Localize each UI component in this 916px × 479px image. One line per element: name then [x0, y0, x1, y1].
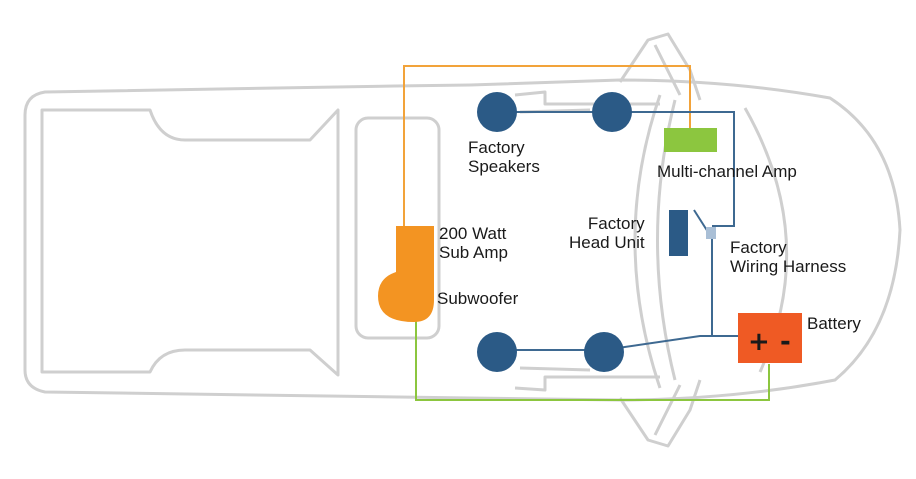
- label-battery: Battery: [807, 314, 861, 333]
- label-subwoofer-text: Subwoofer: [437, 289, 519, 308]
- mirror-bottom: [618, 379, 702, 448]
- wiring-harness-box: [706, 227, 716, 239]
- label-battery-text: Battery: [807, 314, 861, 333]
- battery-minus-sign: -: [780, 327, 791, 357]
- sub-amp-shape: [378, 226, 434, 322]
- green-wire-path: [415, 308, 770, 401]
- speaker-front-top: [477, 92, 517, 132]
- windshield-outer: [633, 94, 662, 389]
- multi-channel-amp-box: [664, 128, 717, 152]
- speaker-rear-bottom: [584, 332, 624, 372]
- speaker-front-bottom: [477, 332, 517, 372]
- truck-bed: [40, 108, 340, 377]
- label-head-unit-line1: Factory: [587, 214, 645, 233]
- bottom-right-wire: [603, 232, 713, 351]
- battery-box: [738, 313, 802, 363]
- label-factory-head-unit: Factory Head Unit: [569, 214, 645, 252]
- orange-power-wire: [403, 65, 691, 232]
- speaker-rear-top: [592, 92, 632, 132]
- top-right-wire: [612, 111, 735, 227]
- harness-to-head-unit: [693, 209, 709, 233]
- mirror-bottom-inner: [653, 384, 682, 436]
- label-sub-amp-line1: 200 Watt: [439, 224, 507, 243]
- mirror-top-inner: [653, 44, 682, 96]
- label-multi-channel-amp: Multi-channel Amp: [657, 162, 797, 181]
- label-harness-line2: Wiring Harness: [730, 257, 847, 276]
- battery-plus-sign: +: [748, 327, 770, 357]
- label-head-unit-line2: Head Unit: [569, 233, 645, 252]
- label-sub-amp-line2: Sub Amp: [439, 243, 508, 262]
- speaker-wiring: [497, 111, 738, 351]
- label-sub-amp: 200 Watt Sub Amp: [439, 224, 508, 262]
- label-factory-speakers-line1: Factory: [468, 138, 525, 157]
- label-harness-line1: Factory: [730, 238, 787, 257]
- cab-rear-seat: [354, 116, 441, 340]
- door-line-bottom-2: [519, 366, 591, 372]
- label-factory-speakers: Factory Speakers: [468, 138, 540, 176]
- door-line-bottom: [514, 375, 660, 392]
- door-line-top: [514, 90, 660, 106]
- label-factory-speakers-line2: Speakers: [468, 157, 540, 176]
- orange-wire-path: [403, 65, 691, 232]
- head-unit-box: [669, 210, 688, 256]
- mirror-top: [618, 32, 702, 101]
- label-factory-wiring-harness: Factory Wiring Harness: [730, 238, 846, 276]
- label-multi-channel-amp-text: Multi-channel Amp: [657, 162, 797, 181]
- label-subwoofer: Subwoofer: [437, 289, 518, 308]
- truck-body: [23, 78, 902, 402]
